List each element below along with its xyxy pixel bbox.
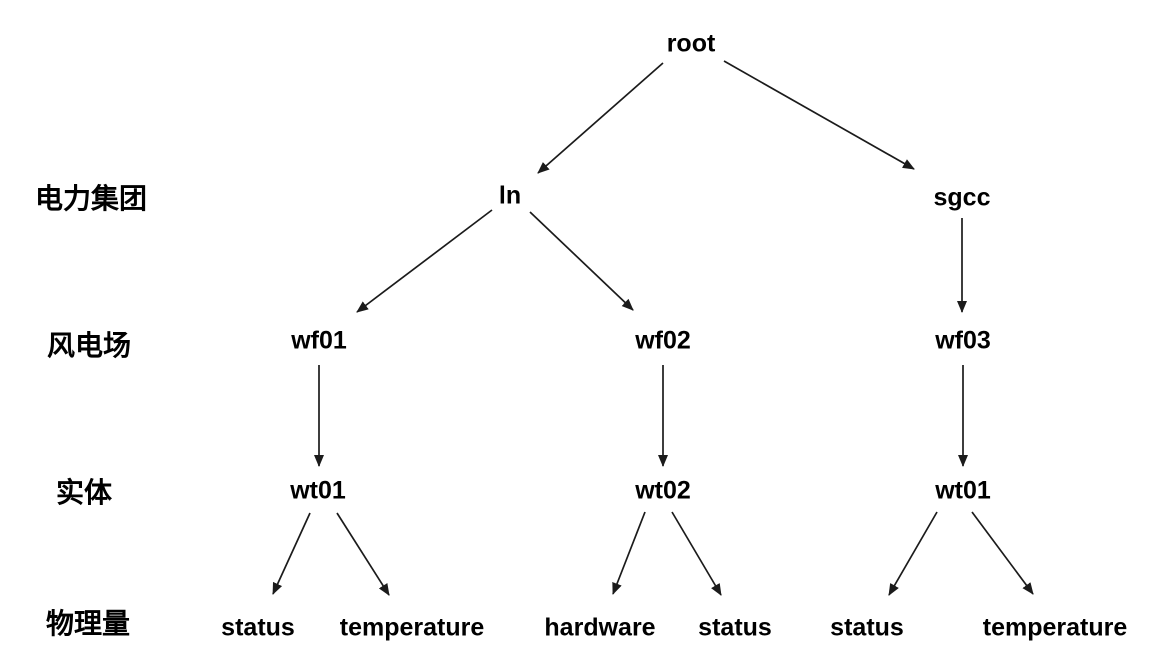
edge-wt01b-to-status3 <box>888 511 938 596</box>
node-hardware-wt02: hardware <box>544 613 656 642</box>
node-wf03: wf03 <box>935 326 991 355</box>
edge-wt01b-to-temperature2 <box>971 511 1034 595</box>
node-status-wt01a: status <box>221 613 295 642</box>
node-temperature-wt01b: temperature <box>982 613 1128 642</box>
node-status-wt01b: status <box>830 613 904 642</box>
edge-wt01a-to-temperature1 <box>336 512 390 596</box>
edge-wt02-to-hardware1 <box>612 511 646 595</box>
node-wt02: wt02 <box>635 476 691 505</box>
edge-wt01a-to-status1 <box>272 512 311 595</box>
node-wt01-under-wf03: wt01 <box>935 476 991 505</box>
node-temperature-wt01a: temperature <box>339 613 485 642</box>
row-label-power-group: 电力集团 <box>34 183 148 214</box>
node-wf01: wf01 <box>291 326 347 355</box>
row-label-wind-farm: 风电场 <box>46 330 132 361</box>
row-label-measurement: 物理量 <box>45 608 131 639</box>
node-root: root <box>666 29 716 58</box>
edge-wt02-to-status2 <box>671 511 722 596</box>
edge-root-to-sgcc <box>723 60 915 170</box>
node-wf02: wf02 <box>635 326 691 355</box>
edge-root-to-ln <box>537 62 664 174</box>
node-status-wt02: status <box>698 613 772 642</box>
node-wt01-under-wf01: wt01 <box>290 476 346 505</box>
row-label-entity: 实体 <box>55 477 113 508</box>
edge-ln-to-wf01 <box>356 209 493 313</box>
edge-ln-to-wf02 <box>529 211 634 311</box>
node-ln: ln <box>498 181 522 210</box>
node-sgcc: sgcc <box>933 183 991 212</box>
